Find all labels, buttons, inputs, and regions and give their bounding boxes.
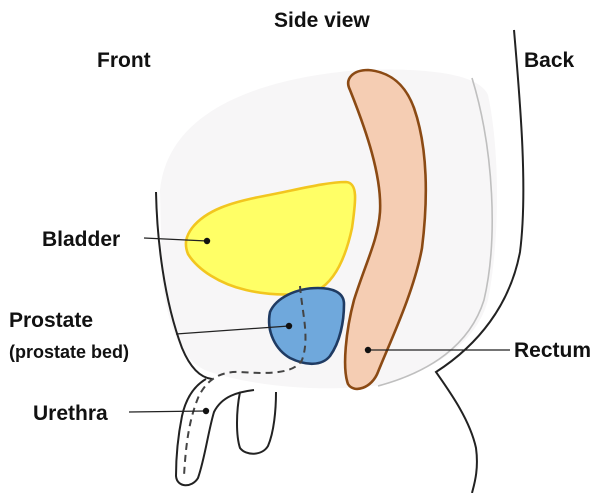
scrotum-outline [237, 392, 276, 454]
title-label: Side view [274, 9, 370, 32]
front-label: Front [97, 49, 151, 72]
prostate-bed-label: (prostate bed) [9, 342, 129, 362]
bladder-label: Bladder [42, 228, 120, 251]
urethra-label: Urethra [33, 402, 108, 425]
prostate-label: Prostate [9, 309, 93, 332]
urethra-pointer-dot [203, 408, 209, 414]
back-label: Back [524, 49, 575, 72]
rectum-pointer-dot [365, 347, 371, 353]
rectum-label: Rectum [514, 339, 591, 362]
bladder-pointer-dot [204, 238, 210, 244]
prostate-pointer-dot [286, 323, 292, 329]
urethra-leader-line [129, 411, 206, 412]
